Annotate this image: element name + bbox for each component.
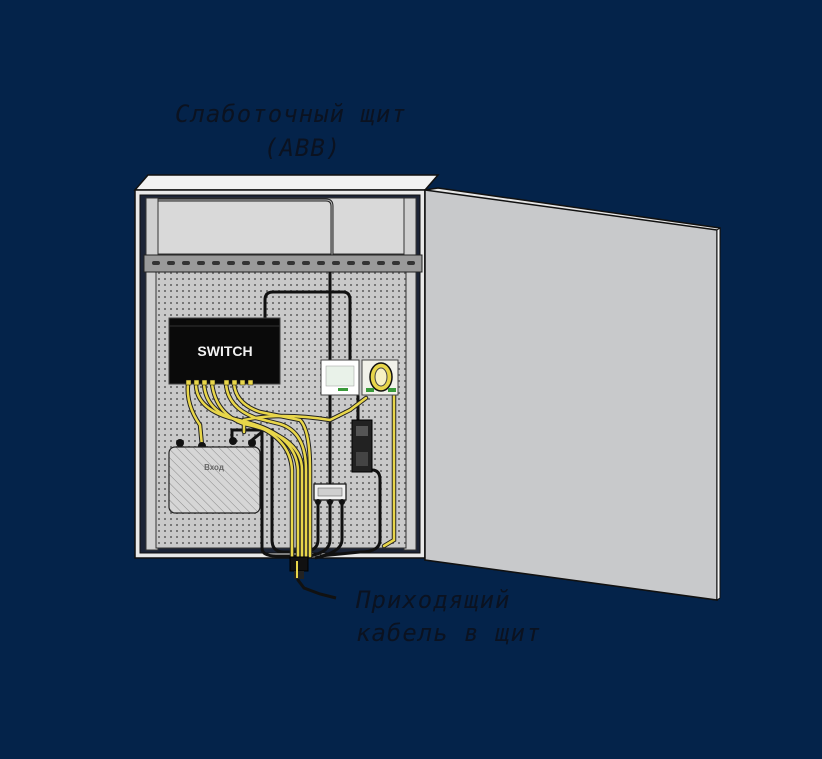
din-rail-slot bbox=[302, 261, 310, 265]
din-rail-slot bbox=[197, 261, 205, 265]
switch-port bbox=[239, 379, 246, 386]
power-supply bbox=[351, 419, 373, 473]
din-rail-slot bbox=[257, 261, 265, 265]
din-rail-slot bbox=[152, 261, 160, 265]
cabinet-door bbox=[424, 189, 718, 601]
din-rail-slot bbox=[317, 261, 325, 265]
panel-subtitle: (ABB) bbox=[264, 134, 342, 162]
panel-title: Слаботочный щит bbox=[175, 100, 407, 128]
cabinet-top bbox=[133, 174, 440, 191]
incoming-cable-label: Приходящий bbox=[356, 586, 511, 614]
din-rail-slot bbox=[212, 261, 220, 265]
yellow-cables bbox=[185, 381, 397, 559]
din-rail bbox=[143, 254, 423, 273]
din-rail-slot bbox=[332, 261, 340, 265]
power-module bbox=[320, 359, 399, 396]
din-rail-slot bbox=[347, 261, 355, 265]
din-rail-slot bbox=[287, 261, 295, 265]
switch-port bbox=[193, 379, 200, 386]
din-rail-slot bbox=[242, 261, 250, 265]
switch-port bbox=[209, 379, 216, 386]
network-switch: SWITCH bbox=[168, 317, 281, 386]
switch-port bbox=[231, 379, 238, 386]
switch-port bbox=[223, 379, 230, 386]
tv-splitter bbox=[313, 483, 347, 505]
router-label: Вход bbox=[204, 463, 224, 472]
din-rail-slot bbox=[392, 261, 400, 265]
switch-port bbox=[201, 379, 208, 386]
din-rail-slot bbox=[377, 261, 385, 265]
router-device: Вход bbox=[168, 437, 261, 514]
incoming-cable-label-line2: кабель в щит bbox=[356, 619, 542, 647]
switch-label: SWITCH bbox=[197, 343, 252, 359]
din-rail-slot bbox=[407, 261, 415, 265]
din-rail-slot bbox=[362, 261, 370, 265]
din-rail-slot bbox=[167, 261, 175, 265]
switch-port bbox=[247, 379, 254, 386]
din-rail-slot bbox=[272, 261, 280, 265]
din-rail-slot bbox=[227, 261, 235, 265]
din-rail-slot bbox=[182, 261, 190, 265]
switch-port bbox=[185, 379, 192, 386]
cable-entry bbox=[289, 556, 309, 579]
